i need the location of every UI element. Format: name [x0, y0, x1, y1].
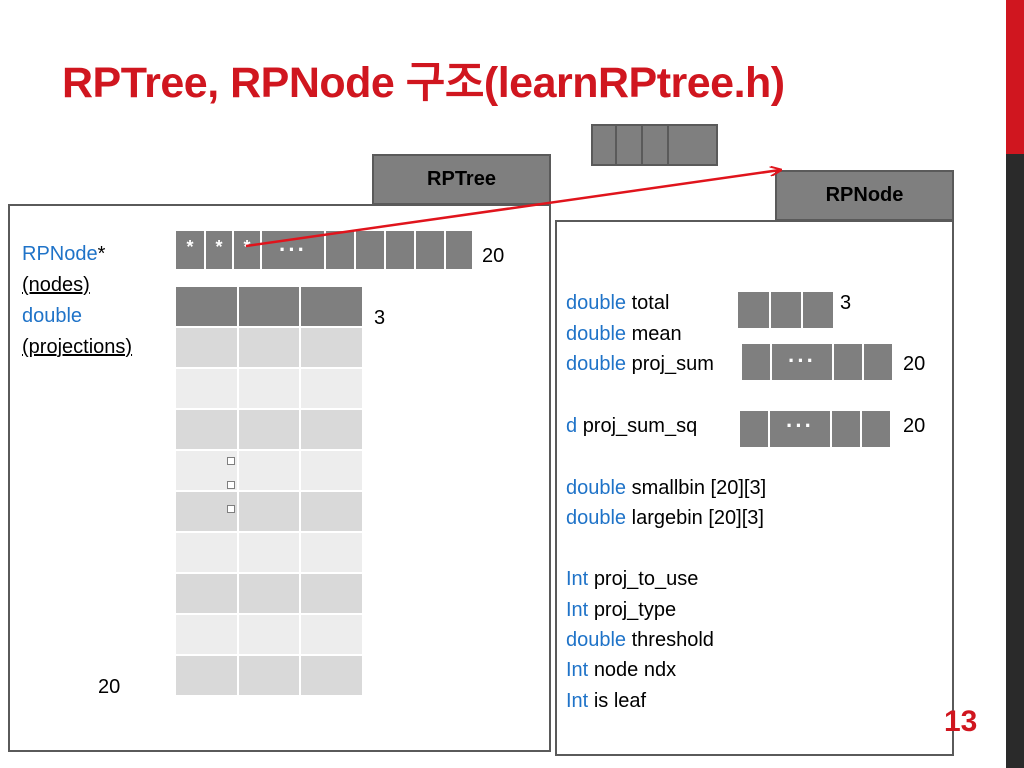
field-proj-sum-sq: d proj_sum_sq	[566, 415, 697, 438]
nodes-array-size: 20	[482, 245, 505, 267]
slide-title: RPTree, RPNode 구조(learnRPtree.h)	[62, 59, 785, 107]
projections-vertical-ellipsis	[227, 457, 235, 517]
field-proj-to-use-name: proj_to_use	[593, 568, 699, 590]
field-threshold-type: double	[566, 629, 627, 651]
stacked-array-icon	[591, 124, 718, 166]
field-is-leaf-name: is leaf	[593, 690, 647, 712]
field-proj-sum-name: proj_sum	[631, 353, 714, 375]
nodes-array-star-2: *	[215, 237, 223, 257]
nodes-array-star-1: *	[186, 237, 194, 257]
side-accent-bar-red	[1006, 0, 1024, 154]
proj-sum-sq-array-size: 20	[903, 415, 926, 437]
nodes-array-ellipsis: ···	[279, 237, 307, 262]
field-smallbin-name: smallbin [20][3]	[631, 477, 767, 499]
field-node-ndx-type: Int	[566, 659, 589, 681]
field-proj-type: Int proj_type	[566, 599, 676, 622]
projections-rows-size: 20	[98, 676, 121, 698]
proj-sum-sq-ellipsis: ···	[786, 413, 814, 438]
field-largebin-type: double	[566, 507, 627, 529]
proj-sum-sq-array: ···	[739, 410, 891, 448]
field-is-leaf: Int is leaf	[566, 690, 646, 713]
page-number: 13	[944, 705, 978, 738]
side-accent-bar-dark	[1006, 154, 1024, 768]
field-proj-to-use-type: Int	[566, 568, 589, 590]
field-total-name: total	[631, 292, 670, 314]
field-smallbin-type: double	[566, 477, 627, 499]
total-array-size: 3	[840, 292, 852, 314]
field-threshold-name: threshold	[631, 629, 714, 651]
field-total: double total	[566, 292, 669, 315]
proj-sum-ellipsis: ···	[788, 348, 816, 373]
field-proj-to-use: Int proj_to_use	[566, 568, 698, 591]
rptree-tab: RPTree	[372, 154, 551, 205]
field-largebin-name: largebin [20][3]	[631, 507, 764, 529]
field-mean-name: mean	[631, 323, 682, 345]
field-proj-sum-sq-type: d	[566, 415, 578, 437]
field-proj-sum-type: double	[566, 353, 627, 375]
rpnode-tab-label: RPNode	[825, 184, 904, 206]
field-proj-type-type: Int	[566, 599, 589, 621]
projections-field-type: double	[22, 305, 83, 327]
proj-sum-array: ···	[741, 343, 893, 381]
projections-table	[175, 286, 363, 696]
field-mean: double mean	[566, 323, 682, 346]
field-mean-type: double	[566, 323, 627, 345]
nodes-field-type-line: RPNode*	[22, 243, 105, 266]
nodes-field-name: (nodes)	[22, 274, 90, 296]
field-node-ndx: Int node ndx	[566, 659, 676, 682]
nodes-pointer-star: *	[97, 243, 106, 265]
projections-field-name: (projections)	[22, 336, 133, 358]
nodes-type: RPNode	[22, 243, 98, 265]
proj-sum-array-size: 20	[903, 353, 926, 375]
total-array	[737, 291, 834, 329]
field-is-leaf-type: Int	[566, 690, 589, 712]
field-threshold: double threshold	[566, 629, 714, 652]
field-largebin: double largebin [20][3]	[566, 507, 764, 530]
field-total-type: double	[566, 292, 627, 314]
field-proj-sum-sq-name: proj_sum_sq	[582, 415, 698, 437]
field-proj-sum: double proj_sum	[566, 353, 742, 376]
field-proj-type-name: proj_type	[593, 599, 677, 621]
field-node-ndx-name: node ndx	[593, 659, 677, 681]
rptree-tab-label: RPTree	[427, 168, 496, 190]
nodes-pointer-array: * * * ···	[175, 230, 473, 270]
projections-cols-size: 3	[374, 307, 386, 329]
field-smallbin: double smallbin [20][3]	[566, 477, 766, 500]
